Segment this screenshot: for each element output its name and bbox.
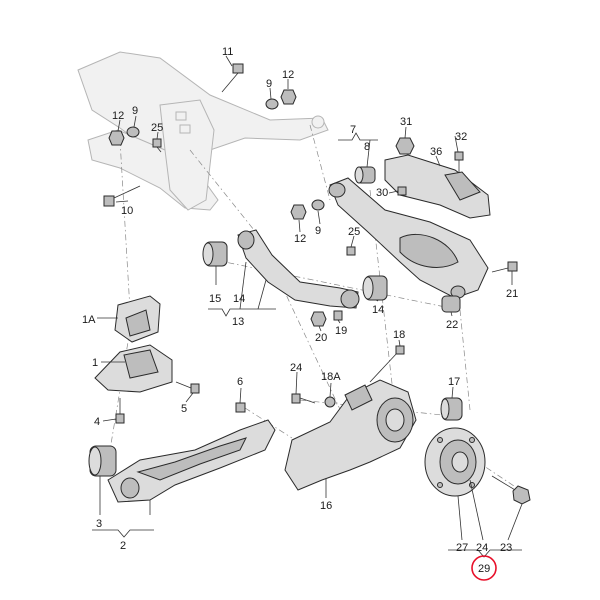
upper-control-arm bbox=[328, 177, 489, 299]
bushing-15 bbox=[202, 241, 228, 267]
callout-36: 36 bbox=[430, 146, 442, 158]
callout-24-lower: 24 bbox=[476, 542, 488, 554]
trailing-arm-2 bbox=[107, 419, 276, 503]
hub-bolt-23 bbox=[491, 475, 531, 505]
callout-20: 20 bbox=[315, 332, 327, 344]
callout-7: 7 bbox=[350, 124, 356, 136]
callout-30: 30 bbox=[376, 187, 388, 199]
callout-9-mid: 9 bbox=[315, 225, 321, 237]
bolt-18 bbox=[369, 345, 405, 383]
callout-11: 11 bbox=[222, 46, 233, 58]
callout-9-top: 9 bbox=[266, 78, 272, 90]
bolt-6 bbox=[235, 402, 246, 413]
callout-14-right: 14 bbox=[372, 304, 384, 316]
callout-22: 22 bbox=[446, 319, 458, 331]
callout-labels: 11 9 12 12 9 25 10 7 8 31 32 36 30 12 9 … bbox=[82, 46, 518, 575]
callout-12-top: 12 bbox=[282, 69, 294, 81]
callout-24-upper: 24 bbox=[290, 362, 302, 374]
callout-32: 32 bbox=[455, 131, 467, 143]
callout-25-mid: 25 bbox=[348, 226, 360, 238]
mount-1a bbox=[114, 295, 161, 343]
callout-12-left: 12 bbox=[112, 110, 124, 122]
callout-25-left: 25 bbox=[151, 122, 163, 134]
callout-3: 3 bbox=[96, 518, 102, 530]
callout-21: 21 bbox=[506, 288, 518, 300]
callout-9-left: 9 bbox=[132, 105, 138, 117]
callout-12-mid: 12 bbox=[294, 233, 306, 245]
nut-31 bbox=[395, 137, 415, 155]
callout-19: 19 bbox=[335, 325, 347, 337]
lower-arm-14 bbox=[237, 229, 360, 309]
mount-1 bbox=[94, 344, 173, 393]
washer-18a bbox=[324, 396, 336, 408]
callout-14-left: 14 bbox=[233, 293, 245, 305]
bushing-8 bbox=[354, 166, 376, 184]
callout-18: 18 bbox=[393, 329, 405, 341]
callout-1a: 1A bbox=[82, 314, 96, 326]
callout-18a: 18A bbox=[321, 371, 341, 383]
callout-15: 15 bbox=[209, 293, 221, 305]
callout-23: 23 bbox=[500, 542, 512, 554]
bushing-3 bbox=[88, 445, 117, 477]
callout-27: 27 bbox=[456, 542, 468, 554]
leader-lines bbox=[97, 55, 523, 541]
bolt-30 bbox=[397, 186, 407, 196]
callout-4: 4 bbox=[94, 416, 100, 428]
bolt-5 bbox=[175, 381, 200, 394]
callout-31: 31 bbox=[400, 116, 412, 128]
callout-2: 2 bbox=[120, 540, 126, 552]
bracket-36 bbox=[384, 154, 491, 219]
callout-16: 16 bbox=[320, 500, 332, 512]
selected-part-ring bbox=[471, 555, 497, 581]
bolt-32 bbox=[454, 151, 464, 172]
group-brackets bbox=[92, 132, 522, 558]
callout-5: 5 bbox=[181, 403, 187, 415]
wheel-carrier-16 bbox=[284, 379, 417, 491]
bushing-14-right bbox=[362, 275, 388, 301]
wheel-hub-27 bbox=[424, 427, 486, 497]
bolt-4 bbox=[115, 398, 125, 424]
callout-13: 13 bbox=[232, 316, 244, 328]
callout-6: 6 bbox=[237, 376, 243, 388]
callout-17: 17 bbox=[448, 376, 460, 388]
small-fasteners bbox=[103, 63, 518, 327]
bolt-24-upper bbox=[291, 393, 316, 404]
bushing-22 bbox=[441, 295, 461, 313]
bushing-17 bbox=[440, 397, 463, 421]
callout-10: 10 bbox=[121, 205, 133, 217]
callout-1: 1 bbox=[92, 357, 98, 369]
callout-8: 8 bbox=[364, 141, 370, 153]
callout-29: 29 bbox=[478, 563, 490, 575]
